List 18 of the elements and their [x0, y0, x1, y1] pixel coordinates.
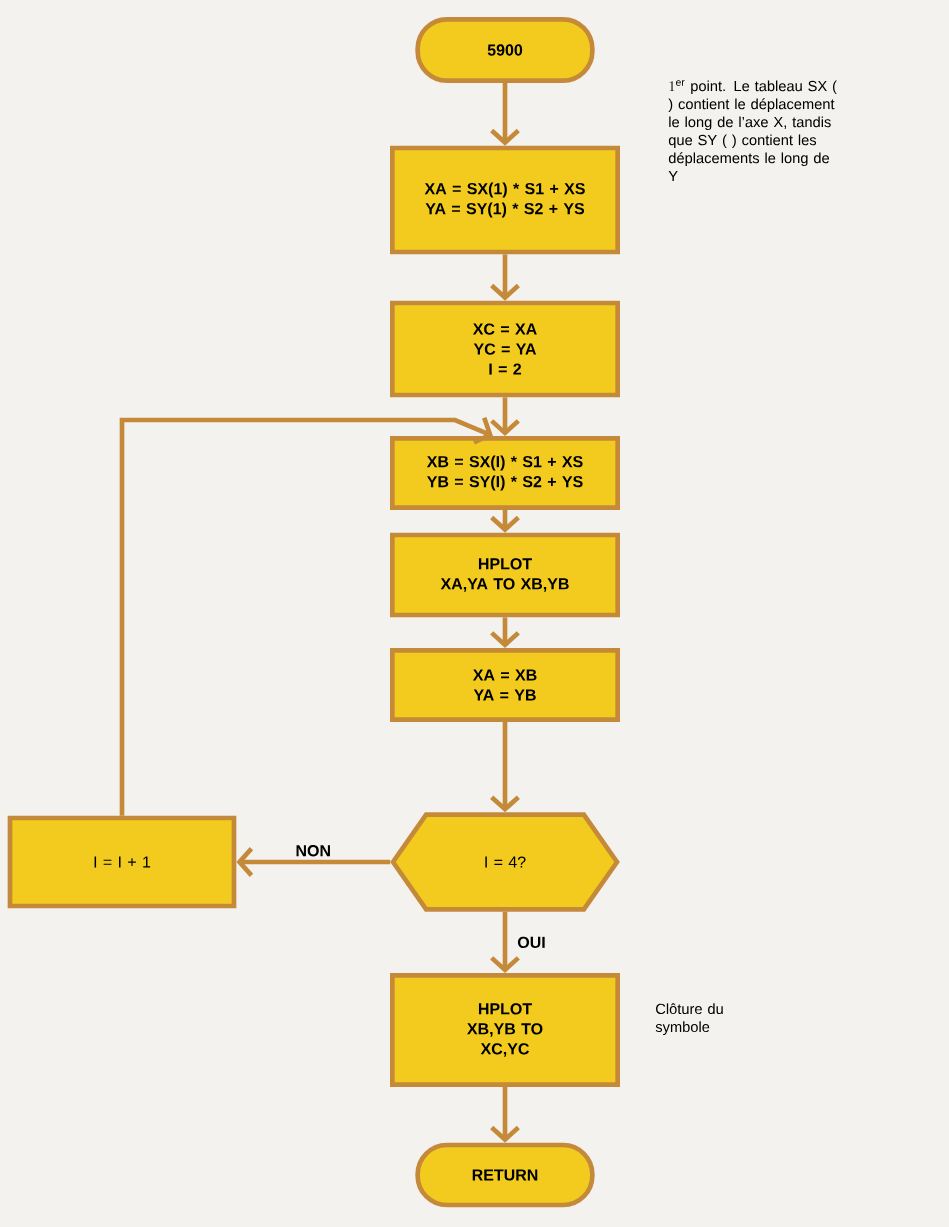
terminal-box: 5900 — [415, 17, 595, 83]
process-box: HPLOT XA,YA TO XB,YB — [390, 532, 620, 618]
note-text: Clôture du symbole — [655, 1003, 723, 1035]
process-box: XA = XB YA = YB — [390, 648, 620, 722]
process-box: I = I + 1 — [7, 815, 237, 909]
process-box: XA = SX(1) * S1 + XS YA = SY(1) * S2 + YS — [390, 145, 620, 255]
arrow — [236, 847, 391, 877]
edge-label: NON — [296, 845, 330, 857]
arrow — [490, 911, 520, 973]
process-box: XB = SX(I) * S1 + XS YB = SY(I) * S2 + YS — [390, 436, 620, 510]
process-box: XC = XA YC = YA I = 2 — [390, 300, 620, 398]
edge-label: OUI — [517, 936, 545, 948]
note-text: $1^{\mathrm{er}}$ point. Le tableau SX ( ) contient le déplacement le long de l’axe X, tandis que SY ( ) contient les déplacements le long de Y — [668, 80, 837, 182]
process-box: HPLOT XB,YB TO XC,YC — [390, 973, 620, 1087]
arrow — [490, 83, 520, 146]
arrow — [490, 722, 520, 813]
terminal-box: RETURN — [415, 1142, 595, 1208]
arrow — [119, 417, 493, 816]
